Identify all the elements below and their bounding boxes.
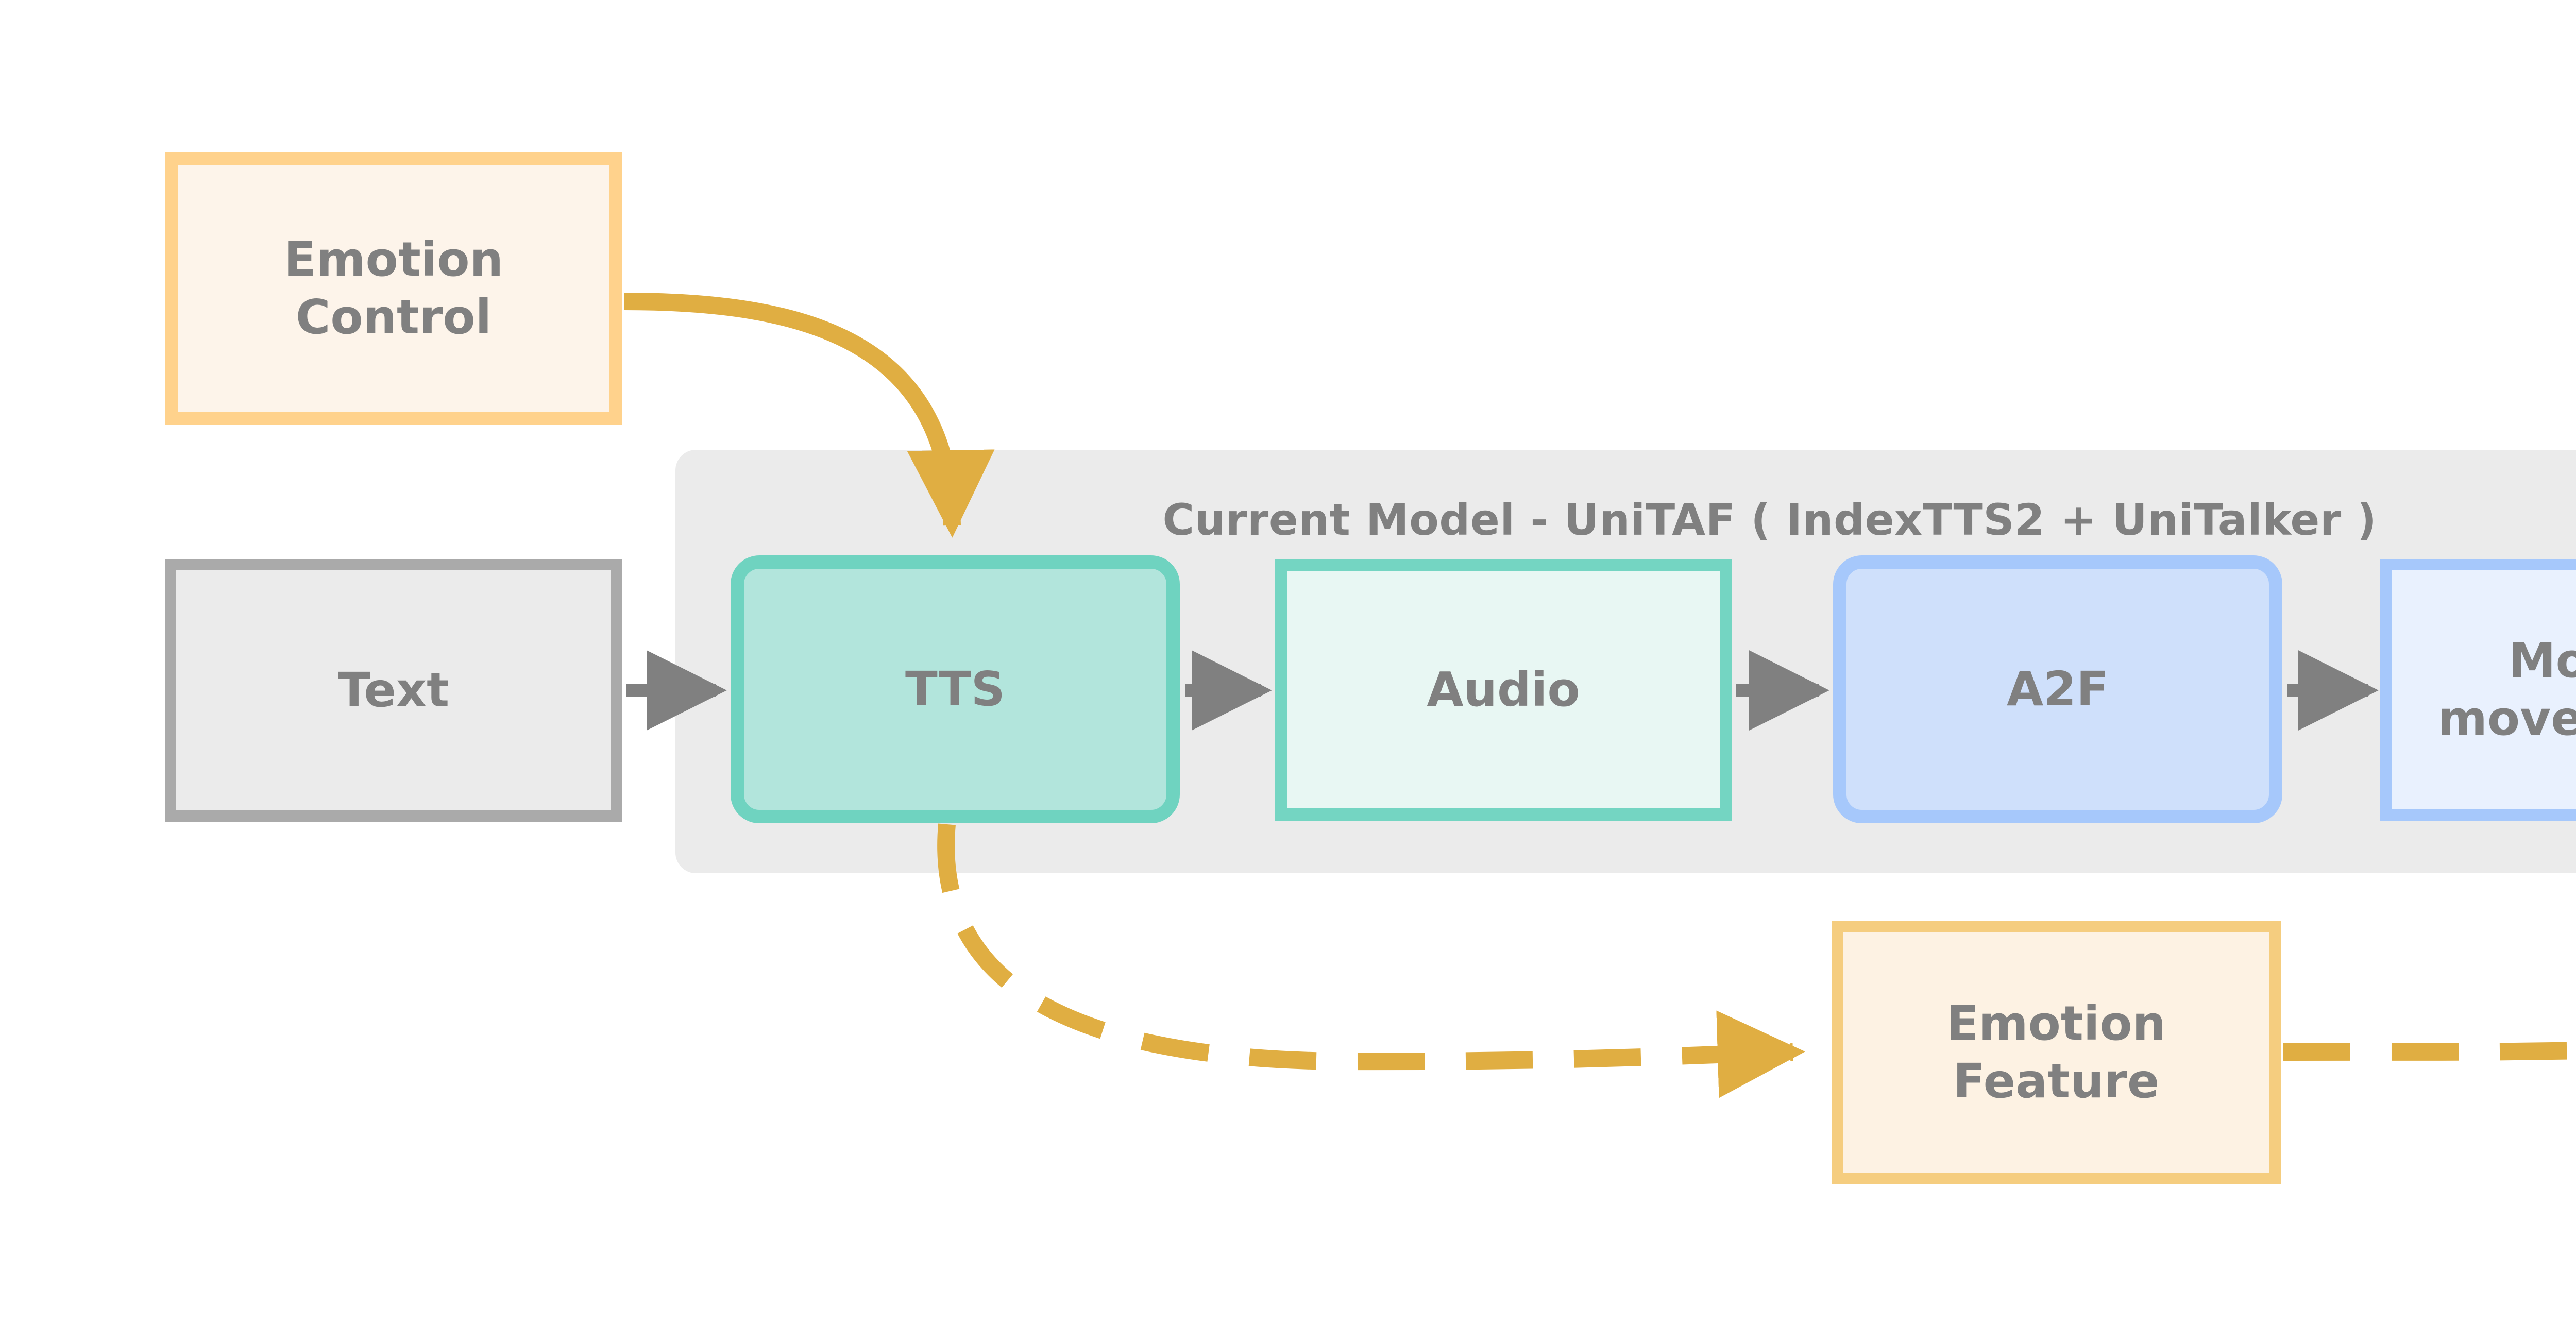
node-emotion-control-label-line2: Control bbox=[295, 290, 492, 345]
arrow-emotion-control-to-tts bbox=[624, 293, 995, 538]
node-emotion-control-label-line1: Emotion bbox=[283, 231, 504, 287]
arrow-tts-to-emotion-feature bbox=[937, 823, 1805, 1098]
node-emotion-control[interactable]: Emotion Control bbox=[165, 152, 622, 425]
node-mouth-movements[interactable]: Mouth movements bbox=[2380, 559, 2576, 821]
node-emotion-feature-label-line2: Feature bbox=[1953, 1054, 2160, 1109]
node-mouth-label-line1: Mouth bbox=[2509, 633, 2576, 688]
node-text-label: Text bbox=[337, 662, 450, 718]
node-a2f-label: A2F bbox=[2006, 661, 2109, 717]
node-emotion-feature[interactable]: Emotion Feature bbox=[1832, 921, 2281, 1184]
node-tts[interactable]: TTS bbox=[731, 555, 1180, 823]
node-tts-label: TTS bbox=[905, 661, 1005, 717]
node-mouth-label-line2: movements bbox=[2438, 691, 2576, 746]
arrow-emotion-feature-to-expression bbox=[2283, 1042, 2576, 1061]
node-audio-label: Audio bbox=[1427, 661, 1580, 717]
node-emotion-feature-label-line1: Emotion bbox=[1946, 995, 2166, 1051]
node-a2f[interactable]: A2F bbox=[1833, 555, 2282, 823]
node-audio[interactable]: Audio bbox=[1275, 559, 1732, 821]
group-container-title: Current Model - UniTAF ( IndexTTS2 + Uni… bbox=[1162, 495, 2377, 545]
node-text[interactable]: Text bbox=[165, 559, 622, 822]
